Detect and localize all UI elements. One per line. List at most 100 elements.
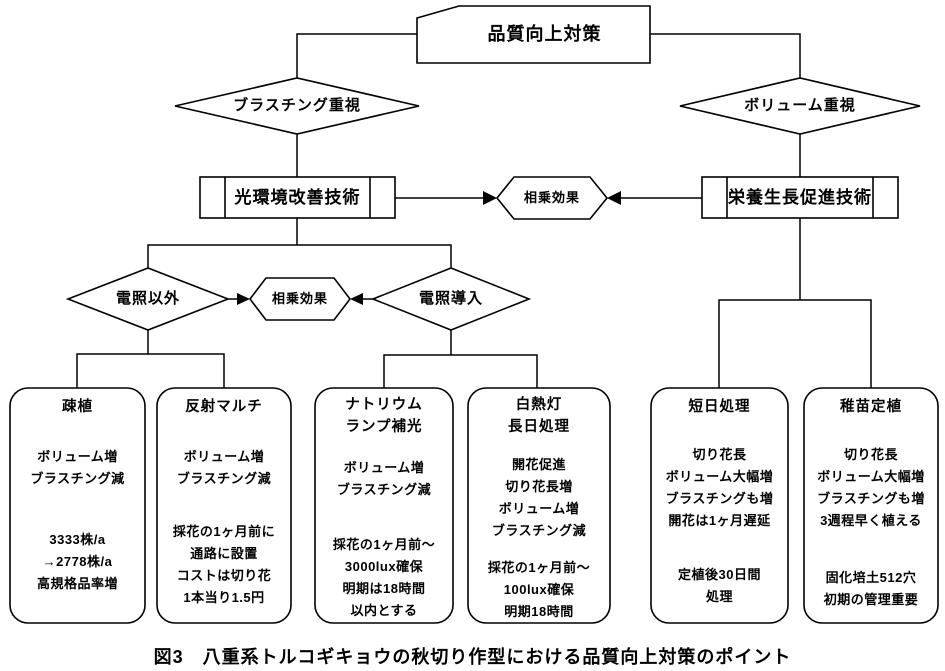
- box-young-seedling-shape: [803, 387, 939, 624]
- node-sparse-planting: 疎植 ボリューム増ブラスチング減 3333株/a →2778株/a 高規格品率増: [10, 388, 145, 623]
- box-short-day-shape: [650, 387, 789, 624]
- box-sodium-lamp-shape: [314, 387, 454, 624]
- text-line: ブラスチングも増: [817, 491, 925, 506]
- text-line: ナトリウム: [345, 397, 423, 413]
- text-line: ボリューム増: [498, 501, 580, 516]
- text-line: ボリューム増: [183, 449, 265, 464]
- node-synergy-mid: 相乗効果: [523, 189, 580, 205]
- box-reflective-mulch-shape: [156, 387, 292, 624]
- arrowhead-into-synergy-mid-left: [483, 191, 497, 205]
- text-line: ボリューム増: [343, 460, 425, 475]
- node-short-day-treatment: 短日処理 切り花長ボリューム大幅増ブラスチングも増開花は1ヶ月遅延 定植後30日…: [651, 388, 788, 623]
- text-line: 採花の1ヶ月前〜: [487, 560, 591, 575]
- box-title: 白熱灯長日処理: [468, 394, 610, 438]
- text-line: 処理: [705, 589, 733, 604]
- diamond-blasting-shape: [174, 77, 420, 135]
- diamond-nolight-shape: [65, 267, 231, 331]
- text-line: 疎植: [62, 399, 93, 415]
- node-lighting-introduction: 電照導入: [418, 290, 483, 308]
- text-line: 1本当り1.5円: [183, 590, 265, 605]
- box-details: 採花の1ヶ月前に通路に設置コストは切り花 1本当り1.5円: [157, 521, 291, 609]
- text-line: 明期は18時間: [342, 581, 426, 596]
- text-line: ブラスチング減: [176, 471, 272, 486]
- text-line: 稚苗定植: [840, 399, 902, 415]
- text-line: ブラスチング減: [30, 471, 125, 486]
- node-synergy-lower: 相乗効果: [271, 290, 328, 306]
- text-line: 100lux確保: [503, 582, 575, 597]
- text-line: 採花の1ヶ月前に: [172, 524, 276, 539]
- text-line: 3週程早く植える: [820, 513, 922, 528]
- text-line: ブラスチングも増: [665, 491, 774, 506]
- node-growth-promotion-tech: 栄養生長促進技術: [728, 187, 872, 207]
- rect-light-tech-shape: [199, 176, 396, 219]
- text-line: 切り花長増: [505, 479, 573, 494]
- text-line: 初期の管理重要: [823, 592, 919, 607]
- figure-caption: 図3 八重系トルコギキョウの秋切り作型における品質向上対策のポイント: [153, 647, 792, 667]
- node-quality-improvement: 品質向上対策: [487, 24, 602, 45]
- node-young-seedling-planting: 稚苗定植 切り花長ボリューム大幅増ブラスチングも増 3週程早く植える 固化培土51…: [804, 388, 938, 623]
- box-details: 採花の1ヶ月前〜 3000lux確保明期は18時間以内とする: [315, 534, 453, 622]
- arrowhead-into-synergy-lower-left: [237, 293, 250, 305]
- node-non-lighting: 電照以外: [115, 290, 180, 308]
- box-title: 稚苗定植: [804, 396, 938, 418]
- box-effects: ボリューム増ブラスチング減: [157, 446, 291, 490]
- box-title: 疎植: [10, 396, 145, 418]
- text-line: 高規格品率増: [36, 576, 118, 591]
- text-line: →2778株/a: [42, 554, 113, 569]
- text-line: 開花促進: [511, 457, 566, 472]
- box-details: 採花の1ヶ月前〜 100lux確保明期18時間: [468, 557, 610, 623]
- text-line: ボリューム大幅増: [665, 469, 774, 484]
- node-volume-priority: ボリューム重視: [744, 97, 856, 115]
- node-shapes: [9, 5, 939, 624]
- connector-boxes-1-2: [76, 353, 225, 388]
- connector-lines: [76, 33, 872, 388]
- text-line: 切り花長: [843, 447, 898, 462]
- rect-growth-tech-shape: [701, 176, 899, 219]
- text-line: 長日処理: [508, 419, 570, 435]
- connector-top-right: [650, 33, 801, 78]
- box-details: 3333株/a →2778株/a 高規格品率増: [10, 529, 145, 595]
- text-line: 採花の1ヶ月前〜: [332, 537, 436, 552]
- text-line: ランプ補光: [345, 419, 423, 435]
- text-line: 短日処理: [688, 399, 751, 415]
- text-line: 固化培土512穴: [825, 570, 917, 585]
- arrowhead-into-synergy-lower-right: [350, 293, 363, 305]
- box-title: 反射マルチ: [157, 396, 291, 418]
- box-effects: 切り花長ボリューム大幅増ブラスチングも増 3週程早く植える: [804, 444, 938, 532]
- text-line: ブラスチング減: [491, 523, 587, 538]
- box-details: 固化培土512穴初期の管理重要: [804, 567, 938, 611]
- text-line: ボリューム増: [37, 449, 118, 464]
- node-light-environment-tech: 光環境改善技術: [234, 187, 361, 207]
- text-line: 通路に設置: [190, 546, 258, 561]
- text-line: 3333株/a: [49, 532, 106, 547]
- text-line: 白熱灯: [515, 397, 563, 413]
- connector-top-left: [296, 33, 417, 78]
- box-details: 定植後30日間処理: [651, 564, 788, 608]
- diamond-volume-shape: [679, 77, 921, 135]
- text-line: 開花は1ヶ月遅延: [668, 513, 771, 528]
- node-incandescent-long-day: 白熱灯長日処理 開花促進切り花長増ボリューム増ブラスチング減 採花の1ヶ月前〜 1…: [468, 388, 610, 623]
- text-line: 切り花長: [692, 447, 747, 462]
- arrowhead-into-synergy-mid-right: [607, 191, 621, 205]
- text-line: 以内とする: [350, 603, 418, 618]
- box-title: ナトリウムランプ補光: [315, 394, 453, 438]
- text-line: 3000lux確保: [344, 559, 424, 574]
- node-reflective-mulch: 反射マルチ ボリューム増ブラスチング減 採花の1ヶ月前に通路に設置コストは切り花…: [157, 388, 291, 623]
- text-line: 定植後30日間: [678, 567, 761, 582]
- diamond-light-shape: [370, 267, 532, 331]
- text-line: コストは切り花: [176, 568, 272, 583]
- box-sparse-planting-shape: [9, 387, 146, 624]
- connector-boxes-5-6: [718, 299, 872, 388]
- text-line: 反射マルチ: [185, 399, 263, 415]
- box-effects: 切り花長ボリューム大幅増ブラスチングも増開花は1ヶ月遅延: [651, 444, 788, 532]
- box-title: 短日処理: [651, 396, 788, 418]
- connector-diamond-split: [147, 244, 452, 268]
- box-effects: ボリューム増ブラスチング減: [10, 446, 145, 490]
- box-effects: ボリューム増ブラスチング減: [315, 457, 453, 501]
- text-line: 明期18時間: [504, 604, 574, 619]
- text-line: ボリューム大幅増: [817, 469, 925, 484]
- box-effects: 開花促進切り花長増ボリューム増ブラスチング減: [468, 454, 610, 542]
- top-card-shape: [416, 5, 651, 64]
